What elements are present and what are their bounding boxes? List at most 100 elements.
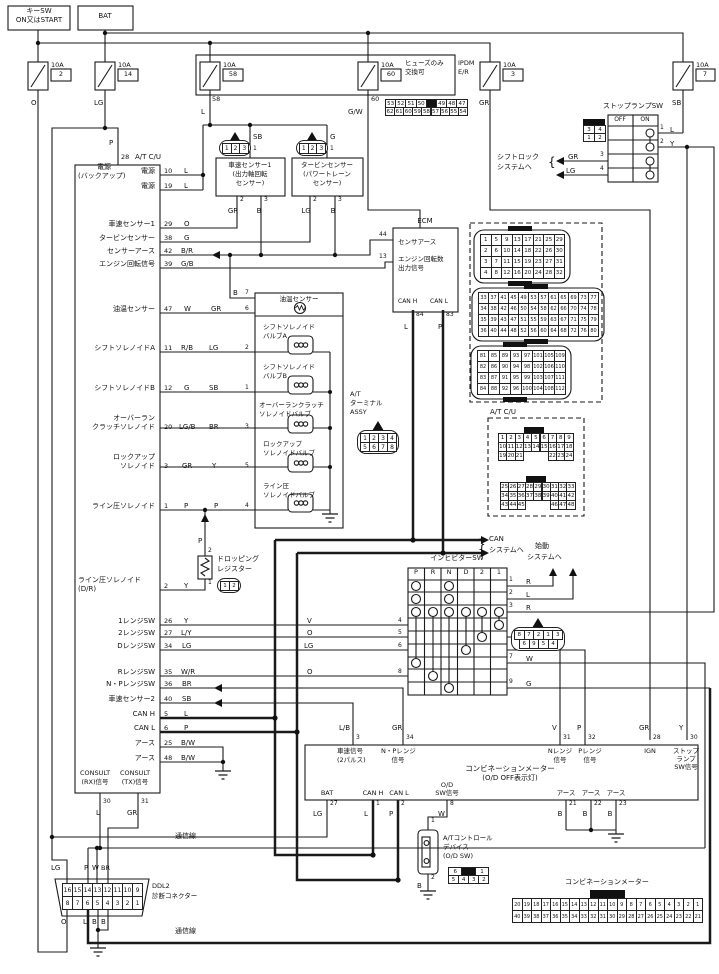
speed-sensor1-connector-pin: 3 — [239, 143, 250, 154]
sol-b-2: バルブB — [263, 372, 287, 380]
stoplamp-connector-pin: 2 — [594, 133, 606, 142]
consult-rx-2: (RX)信号 — [81, 778, 109, 786]
junction-dots — [35, 30, 690, 933]
wire-sb-sens: SB — [253, 133, 263, 141]
inhibitor-title: インヒビターSW — [430, 554, 484, 562]
ddl2-wire-l: L — [83, 918, 87, 926]
wire-gr-f3: GR — [479, 99, 490, 107]
sol-pin-4: 4 — [245, 502, 249, 509]
ground-symbols — [90, 513, 624, 957]
combi-pin-32: 32 — [588, 734, 596, 741]
combi-top-4a: Pレンジ — [578, 747, 602, 755]
at-terminal-connector-pin: 8 — [387, 442, 397, 452]
combi-pin-23: 23 — [619, 800, 627, 807]
wire-b-turb: B — [330, 207, 336, 215]
inh-wire-1: R — [526, 578, 531, 586]
combi-bot-canl: CAN L — [389, 789, 409, 797]
wire-47: W — [184, 305, 191, 313]
ddl2-connector-pin: 9 — [132, 883, 143, 897]
combi-bot-e3: アース — [606, 789, 626, 797]
sol-a-1: シフトソレノイド — [263, 323, 315, 331]
consult-rx-1: CONSULT — [79, 769, 111, 777]
sol-lp-2: ソレノイドバルブ — [263, 491, 315, 499]
combi-wire-gr28: GR — [639, 724, 650, 732]
arrow-markers — [201, 132, 577, 707]
combi-top-5b: ランプ — [676, 755, 696, 763]
combi-pin-1: 1 — [376, 800, 380, 807]
dropping-resistor-connector-pin: 2 — [229, 581, 239, 591]
ecm-connector-c-pin: 112 — [554, 383, 566, 395]
wire-19: L — [184, 182, 188, 190]
ecm-pin-44: 44 — [379, 231, 387, 238]
shift-lock-1: シフトロック — [497, 153, 539, 161]
wire-5: L — [184, 710, 188, 718]
atcu-pin-30: 30 — [103, 798, 111, 805]
combi-top-3a: Nレンジ — [547, 747, 573, 755]
wire-sb-f7: SB — [672, 99, 682, 107]
combi-top-2b: 信号 — [391, 756, 405, 764]
oil-temp-label: 油温センサー — [279, 295, 319, 303]
stop-lamp-title: ストップランプSW — [602, 102, 664, 110]
wire-gr-sens1: GR — [227, 207, 239, 215]
sol-lp-1: ライン圧 — [263, 482, 289, 490]
atcu-pin-1: 1 — [164, 502, 169, 510]
wire-34: LG — [182, 642, 192, 650]
atcu-label-36: N・PレンジSW — [106, 680, 155, 688]
combi-wire-y30: Y — [679, 724, 684, 732]
sl-wire-y: Y — [670, 140, 675, 148]
resistor-wire-p: P — [198, 537, 203, 545]
can-brace: } — [478, 537, 486, 551]
atcu-label-3b: ソレノイド — [120, 462, 155, 470]
at-terminal-1: A/T — [350, 390, 361, 398]
ipdm-name-2: E/R — [458, 68, 469, 76]
wire-27-o: O — [307, 629, 313, 637]
turb-pin-top: 1 — [330, 145, 334, 152]
sol-pin-5: 5 — [245, 462, 249, 469]
connector-tabs — [503, 119, 625, 898]
atcu-label-5: CAN H — [132, 710, 155, 718]
combi-wire-gr34: GR — [392, 724, 403, 732]
ecm-canl: CAN L — [430, 298, 449, 305]
ddl2-wire-w: W — [92, 864, 99, 872]
sensor1-name-1: 車速センサー1 — [228, 161, 272, 169]
ipdm-name-1: IPDM — [458, 59, 475, 67]
sensor1-name-2: (出力軸回転 — [232, 170, 268, 178]
sl-pin3: 3 — [600, 151, 604, 158]
wire-canh-l: L — [404, 323, 408, 331]
wire-48: B/W — [181, 754, 196, 762]
wire-consult-gr: GR — [127, 809, 138, 817]
inh-col-n: N — [446, 568, 452, 576]
switch-contacts — [293, 128, 655, 694]
inh-col-2: 2 — [479, 568, 485, 576]
wire-1: P — [184, 502, 189, 510]
sl-wire-l: L — [670, 126, 674, 134]
atcu-label-47: 油温センサー — [113, 305, 155, 313]
wire-canl-p: P — [438, 323, 443, 331]
atcu-connector-b-pin: 45 — [516, 500, 526, 510]
inh-wire-9: G — [526, 680, 532, 688]
wire-25: B/W — [181, 739, 196, 747]
ddl2-name-2: 診断コネクター — [152, 892, 198, 900]
wire-12-sb: SB — [209, 384, 219, 392]
combi-top-1b: (2パルス) — [337, 756, 366, 764]
turb-pin-2: 2 — [313, 196, 317, 203]
wire-oil-b: B — [233, 289, 238, 297]
ecm-label-13b: 出力信号 — [398, 264, 424, 272]
device-name-1: A/Tコントロール — [443, 834, 493, 842]
wire-1-p: P — [214, 502, 219, 510]
atcu-label-10: 電源 — [141, 167, 155, 175]
atcu-pin-25: 25 — [164, 739, 173, 747]
fuse58-number: 58 — [228, 70, 238, 78]
ecm-pin-83: 83 — [446, 311, 454, 318]
combi-subtitle: (O/D OFF表示灯) — [482, 774, 538, 782]
key-sw-line2: ON又はSTART — [15, 16, 63, 24]
sol-or-1: オーバーランクラッチ — [259, 401, 324, 409]
atcu-pin-12: 12 — [164, 384, 173, 392]
device-wire-b: B — [417, 882, 422, 890]
atcu-label-6: CAN L — [133, 724, 155, 732]
inh-col-r: R — [430, 568, 436, 576]
combi-top-1a: 車速信号 — [337, 747, 363, 755]
combi-bot-e1: アース — [556, 789, 576, 797]
fuse7-number: 7 — [702, 70, 708, 78]
inh-col-d: D — [463, 568, 469, 576]
